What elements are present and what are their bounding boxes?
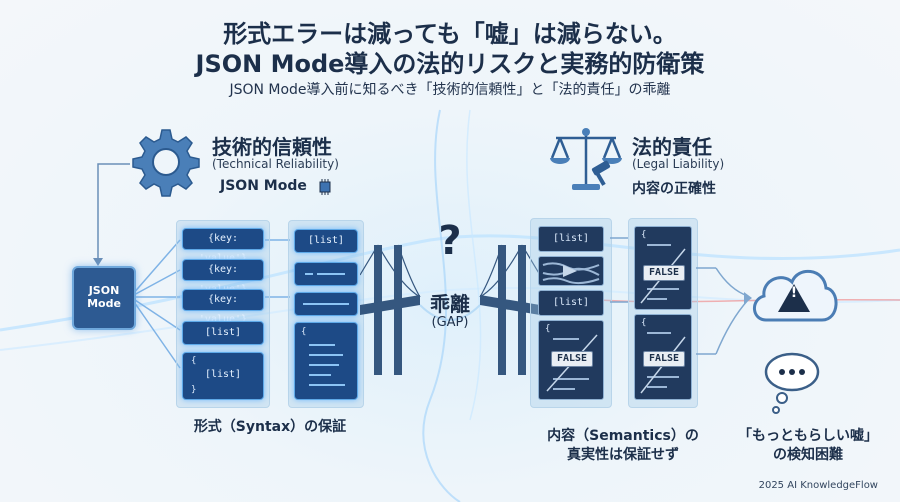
- code-brace: {: [641, 230, 647, 240]
- broken-bridge-illustration: [360, 244, 540, 375]
- semantics-pill-label: [list]: [552, 233, 590, 244]
- false-label: FALSE: [643, 265, 685, 281]
- semantics-caption-line1: 内容（Semantics）の: [547, 428, 699, 444]
- brace-close: }: [191, 385, 197, 395]
- code-brace: {: [301, 327, 307, 337]
- semantics-pill-label: [list]: [552, 297, 590, 308]
- false-code-block: { FALSE: [634, 314, 692, 400]
- chip-icon: [319, 179, 331, 195]
- false-code-block: { FALSE: [538, 320, 604, 400]
- warning-cloud-icon: [753, 270, 838, 322]
- code-lines: [309, 344, 345, 386]
- legal-liability-heading: 法的責任: [632, 135, 712, 159]
- chip-label-line2: Mode: [87, 297, 121, 310]
- syntax-pill: {key: 'value'}: [182, 289, 264, 325]
- page-title-line1: 形式エラーは減っても「嘘」は減らない。: [223, 20, 677, 48]
- gap-question-mark: ?: [438, 218, 462, 264]
- semantics-pill: [list]: [538, 290, 604, 316]
- gear-icon: [132, 129, 200, 197]
- outcome-caption-line1: 「もっともらしい嘘」: [738, 428, 878, 444]
- gap-label-en: (GAP): [431, 315, 469, 330]
- footer-credit: 2025 AI KnowledgeFlow: [758, 480, 878, 491]
- page-subtitle: JSON Mode導入前に知るべき「技術的信頼性」と「法的責任」の乖離: [229, 82, 671, 98]
- code-brace: {: [641, 318, 647, 328]
- semantics-caption: 内容（Semantics）の 真実性は保証せず: [528, 427, 718, 465]
- syntax-pill: [list]: [182, 321, 264, 345]
- technical-reliability-heading: 技術的信頼性: [212, 135, 332, 159]
- warning-exclamation: !: [790, 285, 798, 301]
- brace-open: {: [191, 356, 197, 366]
- thought-bubble-icon: [764, 352, 820, 414]
- semantics-pill: [list]: [538, 226, 604, 252]
- json-mode-chip: JSON Mode: [72, 266, 136, 330]
- technical-reliability-heading-en: (Technical Reliability): [212, 157, 339, 171]
- syntax-list-label: [list]: [204, 369, 242, 380]
- false-label: FALSE: [551, 351, 593, 367]
- chip-label-line1: JSON: [88, 284, 120, 297]
- code-lines: [303, 303, 349, 305]
- code-brace: {: [545, 324, 551, 334]
- syntax-caption: 形式（Syntax）の保証: [193, 419, 347, 435]
- content-accuracy-tag: 内容の正確性: [632, 181, 716, 197]
- garbled-content-block: [538, 256, 604, 286]
- outcome-caption: 「もっともらしい嘘」 の検知困難: [728, 427, 888, 465]
- false-code-block: { FALSE: [634, 226, 692, 310]
- gap-label: 乖離: [430, 292, 470, 316]
- garbled-lines: [542, 262, 600, 285]
- legal-liability-heading-en: (Legal Liability): [632, 157, 725, 171]
- syntax-pill: [list]: [294, 229, 358, 253]
- code-lines-block: [294, 262, 358, 286]
- syntax-pill: {key: 'value'}: [182, 228, 264, 264]
- syntax-list-block: { [list] }: [182, 352, 264, 400]
- scales-of-justice-icon: [550, 128, 622, 190]
- false-label: FALSE: [643, 351, 685, 367]
- code-lines: [305, 273, 345, 275]
- json-mode-tag: JSON Mode: [220, 178, 307, 194]
- page-title-line2: JSON Mode導入の法的リスクと実務的防衛策: [195, 50, 705, 78]
- semantics-caption-line2: 真実性は保証せず: [567, 447, 679, 463]
- code-lines-block: [294, 292, 358, 316]
- code-block: {: [294, 322, 358, 400]
- outcome-caption-line2: の検知困難: [773, 447, 843, 463]
